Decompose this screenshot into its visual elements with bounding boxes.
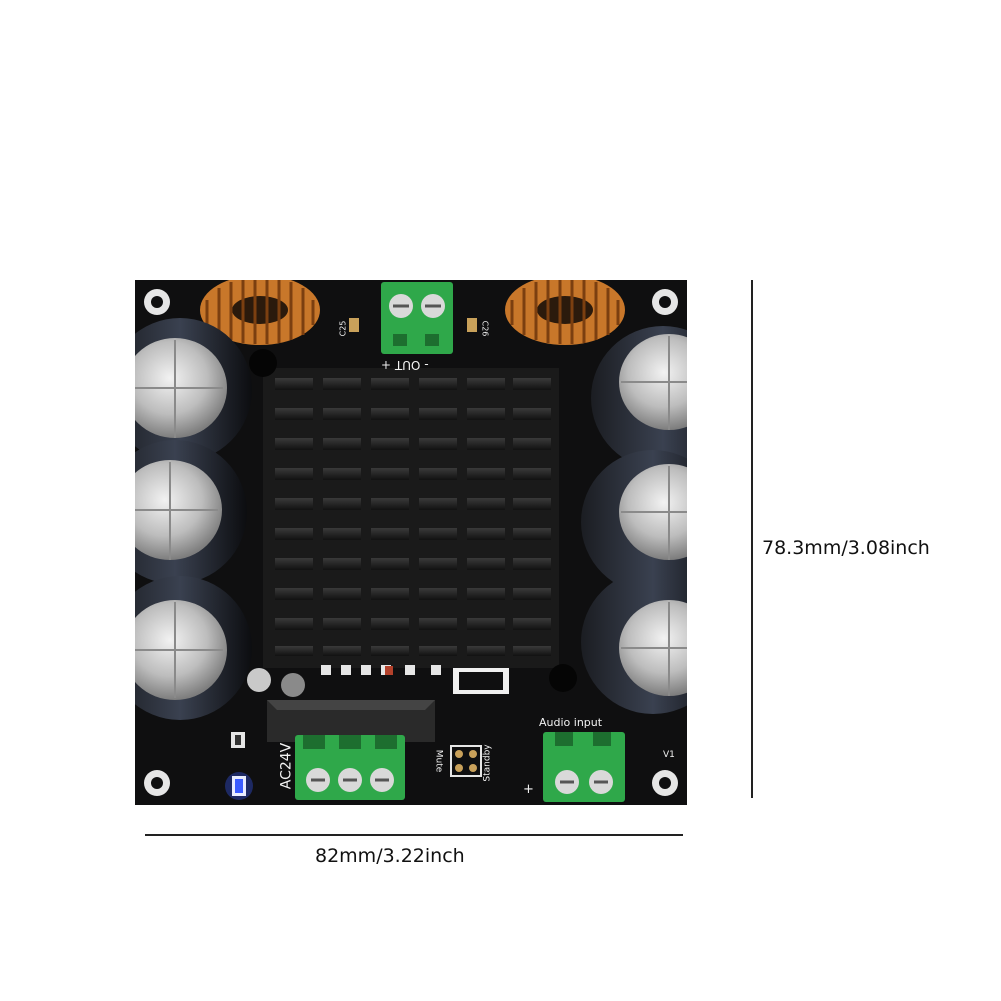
width-dimension-label: 82mm/3.22inch [315,845,465,867]
capacitor-icon [581,326,687,714]
width-dimension-line [145,834,683,836]
c25-label: C25 [338,320,348,337]
screw-terminal-icon [295,735,405,800]
c26-label: C26 [480,320,490,337]
screw-terminal-icon [381,282,453,354]
mute-label: Mute [433,749,444,773]
ac24v-label: AC24V [278,742,295,790]
capacitor-icon [135,318,252,720]
out-label: - OUT + [381,358,429,372]
screw-terminal-icon [543,732,625,802]
standby-label: Standby [482,744,493,782]
height-dimension-label: 78.3mm/3.08inch [762,537,930,559]
heatsink-icon [263,368,559,668]
plus-label: + [523,782,534,797]
led-icon [225,772,253,800]
toroid-coil-icon [200,280,625,345]
version-label: V1 [663,750,675,760]
height-dimension-line [751,280,753,798]
audio-input-label: Audio input [539,716,603,729]
mounting-hole-icon [144,289,678,796]
amplifier-board: - OUT + C25 C26 Audio input AC24V Mute S… [135,280,687,805]
